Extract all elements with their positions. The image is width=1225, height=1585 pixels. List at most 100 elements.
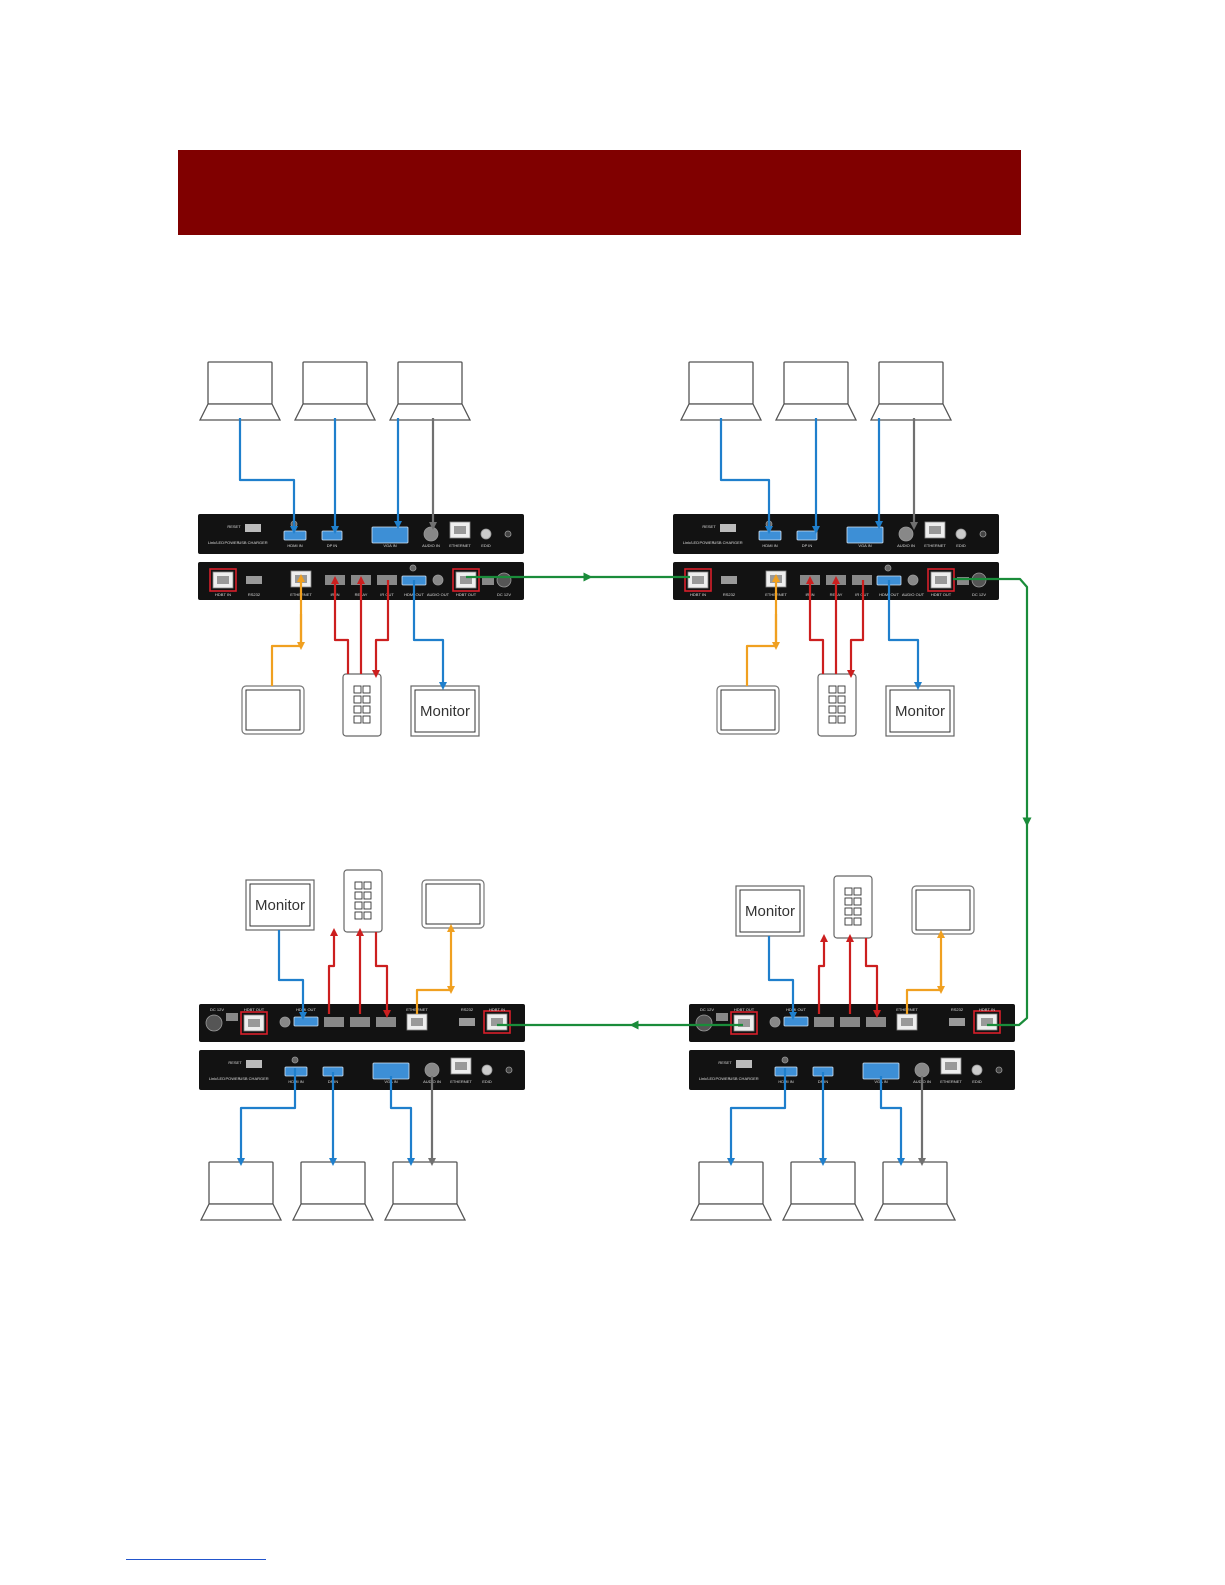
label-audio-out: AUDIO OUT bbox=[902, 592, 925, 597]
keypad-icon bbox=[342, 673, 382, 737]
laptop-screen bbox=[397, 361, 463, 405]
keypad-button bbox=[844, 907, 853, 916]
dc-terminal bbox=[226, 1013, 238, 1021]
hdbt-out-port-highlight bbox=[240, 1011, 268, 1035]
label-hdbt-in: HDBT IN bbox=[489, 1007, 505, 1012]
keypad-plate bbox=[342, 673, 382, 737]
edid-knob bbox=[971, 1064, 983, 1076]
keypad-plate bbox=[343, 869, 383, 933]
keypad-button bbox=[362, 685, 371, 694]
laptop-screen bbox=[302, 361, 368, 405]
monitor-icon: Monitor bbox=[410, 685, 480, 737]
keypad-button bbox=[354, 881, 363, 890]
label-usb-charger: USB CHARGER bbox=[729, 1076, 758, 1081]
laptop-icon bbox=[388, 361, 472, 421]
hdmi-out-led bbox=[409, 564, 417, 572]
laptop-icon bbox=[689, 1161, 773, 1221]
label-reset: RESET bbox=[718, 1060, 732, 1065]
label-rs232: RS232 bbox=[723, 592, 736, 597]
laptop-screen bbox=[300, 1161, 366, 1205]
edid-knob bbox=[481, 1064, 493, 1076]
keypad-button bbox=[362, 715, 371, 724]
dc-12v-jack bbox=[205, 1014, 223, 1032]
label-audio-in: AUDIO IN bbox=[422, 543, 440, 548]
dp-in-port bbox=[321, 530, 343, 541]
hdbt-in-port-highlight bbox=[209, 568, 237, 592]
keypad-button bbox=[354, 891, 363, 900]
front-panel-body bbox=[689, 1050, 1015, 1090]
usb-charger-port bbox=[245, 524, 261, 532]
rs232-port bbox=[721, 576, 737, 584]
dc-terminal bbox=[482, 577, 494, 585]
label-vga-in: VGA IN bbox=[383, 543, 396, 548]
hdbt-in-port-jack bbox=[692, 576, 704, 584]
keypad-button bbox=[837, 705, 846, 714]
keypad-button bbox=[853, 907, 862, 916]
hdmi-led bbox=[291, 1056, 299, 1064]
monitor-icon: Monitor bbox=[245, 879, 315, 931]
hdbt-out-port-highlight bbox=[452, 568, 480, 592]
label-audio-out: AUDIO OUT bbox=[427, 592, 450, 597]
laptop-screen bbox=[392, 1161, 458, 1205]
hdmi-out-port bbox=[293, 1016, 319, 1027]
wire-ir-top bbox=[817, 934, 828, 1014]
wire-ir-out bbox=[847, 580, 865, 678]
keypad-plate bbox=[833, 875, 873, 939]
laptop-base bbox=[388, 403, 472, 421]
label-rs232: RS232 bbox=[248, 592, 261, 597]
label-dp-in: DP IN bbox=[802, 543, 813, 548]
wire-ethernet-top bbox=[905, 930, 945, 1014]
label-power: POWER bbox=[699, 540, 714, 545]
laptop-screen bbox=[688, 361, 754, 405]
laptop-icon bbox=[781, 1161, 865, 1221]
hdbt-in-port-jack bbox=[217, 576, 229, 584]
label-hdmi-out: HDMI OUT bbox=[296, 1007, 316, 1012]
audio-in-jack bbox=[914, 1062, 930, 1078]
monitor-screen bbox=[739, 889, 801, 933]
hdbt-out-port-jack bbox=[248, 1019, 260, 1027]
ethernet-port-jack bbox=[455, 1062, 467, 1070]
keypad-button bbox=[828, 685, 837, 694]
keypad-button bbox=[837, 685, 846, 694]
keypad-icon bbox=[343, 869, 383, 933]
wire-hdmi-down bbox=[727, 1068, 787, 1166]
laptop-icon bbox=[293, 361, 377, 421]
rs232-port bbox=[949, 1018, 965, 1026]
wire-ir-out bbox=[372, 580, 390, 678]
audio-out-jack bbox=[432, 574, 444, 586]
hdbt-link-2 bbox=[953, 577, 1032, 827]
wire-vga-down bbox=[879, 1076, 905, 1166]
label-usb-charger: USB CHARGER bbox=[238, 540, 267, 545]
label-reset: RESET bbox=[227, 524, 241, 529]
label-hdbt-out: HDBT OUT bbox=[244, 1007, 265, 1012]
label-rs232: RS232 bbox=[461, 1007, 474, 1012]
hdbt-in-port-jack bbox=[981, 1018, 993, 1026]
hdbt-in-port-highlight bbox=[684, 568, 712, 592]
audio-in-jack bbox=[898, 526, 914, 542]
laptop-screen bbox=[878, 361, 944, 405]
keypad-button bbox=[363, 901, 372, 910]
label-power: POWER bbox=[225, 1076, 240, 1081]
ir-in-block bbox=[866, 1017, 886, 1027]
hdmi-in-port bbox=[758, 530, 782, 541]
monitor-icon: Monitor bbox=[885, 685, 955, 737]
wire-ethernet-control bbox=[745, 574, 780, 686]
label-reset: RESET bbox=[228, 1060, 242, 1065]
keypad-button bbox=[363, 881, 372, 890]
dc-terminal bbox=[957, 577, 969, 585]
label-hdbt-out: HDBT OUT bbox=[931, 592, 952, 597]
laptop-icon bbox=[199, 1161, 283, 1221]
label-dc-12v: DC 12V bbox=[210, 1007, 224, 1012]
wire-ethernet-top bbox=[415, 924, 455, 1014]
label-power: POWER bbox=[224, 540, 239, 545]
label-audio-in: AUDIO IN bbox=[897, 543, 915, 548]
wire-ir-top bbox=[327, 928, 338, 1014]
edid-knob bbox=[955, 528, 967, 540]
keypad-button bbox=[353, 685, 362, 694]
keypad-button bbox=[844, 887, 853, 896]
front-panel-body bbox=[673, 514, 999, 554]
audio-out-jack bbox=[907, 574, 919, 586]
